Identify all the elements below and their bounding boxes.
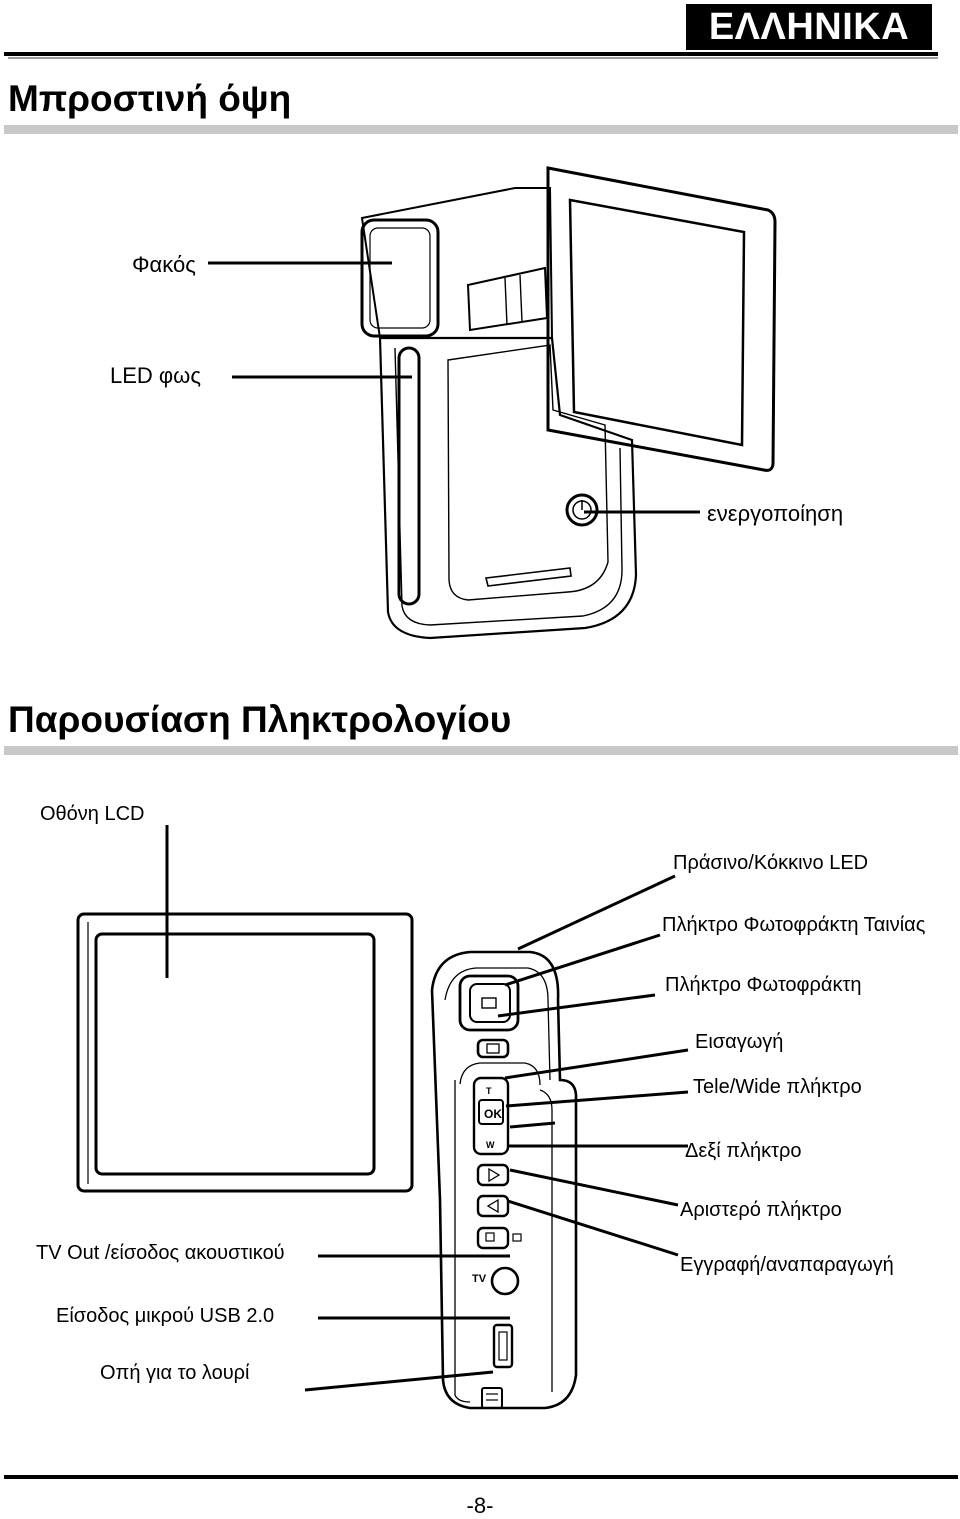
label-shutter: Πλήκτρο Φωτοφράκτη <box>665 974 862 996</box>
record-play-button-shape <box>476 1226 510 1250</box>
header-rule <box>4 52 938 56</box>
camera-top-housing <box>360 187 554 339</box>
label-left: Αριστερό πλήκτρο <box>680 1199 842 1221</box>
keypad-title: Παρουσίαση Πληκτρολογίου <box>8 699 512 740</box>
enter-leader <box>504 1048 689 1080</box>
movie-shutter-leader <box>504 933 661 987</box>
label-usb: Είσοδος μικρού USB 2.0 <box>56 1305 275 1327</box>
label-lcd: Οθόνη LCD <box>40 803 145 825</box>
ok-button-shape <box>478 1099 504 1125</box>
label-enter: Εισαγωγή <box>695 1031 784 1053</box>
label-right: Δεξί πλήκτρο <box>685 1140 802 1162</box>
tv-mark: TV <box>472 1273 487 1285</box>
left-button-shape <box>476 1194 510 1218</box>
camera-side-body <box>430 950 578 1410</box>
power-button-shape <box>565 493 599 527</box>
shutter-button-shape <box>476 1038 510 1059</box>
lens-shape <box>360 218 440 338</box>
green-red-led-leader <box>517 874 676 951</box>
camera-body-outline <box>378 336 638 640</box>
front-view-title: Μπροστινή όψη <box>8 78 292 119</box>
lcd-panel-outline <box>76 912 414 1193</box>
label-tele-wide: Tele/Wide πλήκτρο <box>693 1076 862 1098</box>
strap-hole-shape <box>481 1387 503 1409</box>
keypad-title-bar <box>4 746 958 755</box>
lcd-panel-screen <box>94 932 376 1176</box>
record-play-leader <box>507 1199 679 1257</box>
label-lens: Φακός <box>132 252 196 277</box>
right-button-shape <box>476 1163 510 1187</box>
label-green-red-led: Πράσινο/Κόκκινο LED <box>673 852 869 874</box>
label-tv-out: TV Out /είσοδος ακουστικού <box>36 1242 285 1264</box>
label-power: ενεργοποίηση <box>707 501 844 526</box>
camera-body-inner <box>394 347 623 626</box>
label-led-light: LED φως <box>110 363 201 388</box>
label-movie-shutter: Πλήκτρο Φωτοφράκτη Ταινίας <box>662 914 926 936</box>
language-tag: ΕΛΛΗΝΙΚΑ <box>686 4 932 50</box>
ok-mark: OK <box>484 1107 502 1121</box>
usb-port-shape <box>492 1323 514 1369</box>
flip-screen-display <box>568 198 746 447</box>
front-view-title-bar <box>4 125 958 134</box>
page-number: -8- <box>466 1493 494 1518</box>
strap-leader <box>304 1370 494 1392</box>
led-strip <box>397 346 421 606</box>
tele-wide-rocker-shape <box>472 1076 510 1156</box>
tele-wide-leader-2 <box>509 1121 556 1129</box>
label-strap: Οπή για το λουρί <box>100 1362 250 1384</box>
tele-wide-leader <box>505 1090 689 1108</box>
wide-mark: W <box>486 1140 495 1150</box>
left-leader <box>509 1168 679 1207</box>
tv-out-jack <box>490 1266 520 1296</box>
header-rule-shadow <box>8 57 938 59</box>
movie-shutter-button-shape <box>458 974 520 1032</box>
flip-screen-outline <box>546 166 777 472</box>
tele-mark: T <box>486 1086 492 1096</box>
label-record-play: Εγγραφή/αναπαραγωγή <box>680 1254 894 1276</box>
shutter-leader <box>497 993 656 1018</box>
footer-rule <box>4 1475 958 1479</box>
